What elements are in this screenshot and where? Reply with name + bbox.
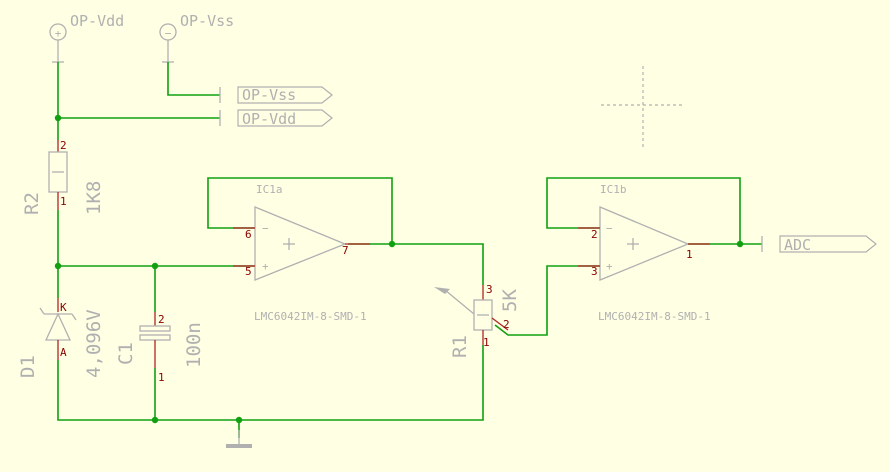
- r1-wiper-arrow-icon: [434, 287, 450, 294]
- ic1a-pin7-label: 7: [342, 244, 349, 257]
- r2-ref-label: R2: [21, 192, 43, 215]
- opamp-ic1a[interactable]: − + 6 5 7 IC1a LMC6042IM-8-SMD-1: [233, 183, 370, 323]
- junction-dot: [388, 240, 396, 248]
- net-label-vss-text: OP-Vss: [242, 86, 296, 104]
- crosshair-cursor: [601, 66, 684, 150]
- ic1a-plus-sign: +: [262, 260, 269, 273]
- r1-value-label: 5K: [499, 289, 521, 312]
- junction-dot: [151, 416, 159, 424]
- junction-dot: [736, 240, 744, 248]
- junction-dot: [54, 262, 62, 270]
- r2-pin1-label: 1: [60, 195, 67, 208]
- junction-dot: [54, 114, 62, 122]
- c1-ref-label: C1: [115, 342, 137, 365]
- d1-pin-k-label: K: [60, 301, 67, 314]
- resistor-r2[interactable]: 2 1 R2 1K8: [21, 139, 105, 215]
- ic1b-minus-sign: −: [606, 222, 613, 235]
- vss-minus-sign: −: [165, 27, 172, 40]
- d1-ref-label: D1: [17, 355, 39, 378]
- c1-pin2-label: 2: [158, 313, 165, 326]
- net-label-adc[interactable]: ADC: [761, 235, 877, 254]
- net-label-adc-text: ADC: [784, 236, 811, 254]
- r1-pin1-label: 1: [483, 336, 490, 349]
- wire-ic1a-out-r1[interactable]: [348, 243, 484, 285]
- ic1b-pin1-label: 1: [686, 248, 693, 261]
- opamp-ic1b[interactable]: − + 2 3 1 IC1b LMC6042IM-8-SMD-1: [578, 183, 711, 323]
- net-label-vss[interactable]: OP-Vss: [219, 86, 333, 104]
- r1-ref-label: R1: [449, 335, 471, 358]
- wire-ic1b-feedback[interactable]: [546, 177, 741, 244]
- net-label-vdd-text: OP-Vdd: [242, 110, 296, 128]
- wire-ic1a-feedback[interactable]: [207, 177, 393, 244]
- ic1b-plus-sign: +: [606, 260, 613, 273]
- wire-wiper-ic1b[interactable]: [494, 265, 600, 336]
- junctions: [54, 114, 744, 424]
- ic1b-pin2-label: 2: [591, 228, 598, 241]
- diode-d1[interactable]: K A D1 4,096V: [17, 298, 105, 378]
- ic1a-pin5-label: 5: [245, 265, 252, 278]
- r2-pin2-label: 2: [60, 139, 67, 152]
- wire-ground[interactable]: [57, 345, 484, 421]
- ic1a-part-label: LMC6042IM-8-SMD-1: [254, 310, 367, 323]
- capacitor-c1[interactable]: 2 1 C1 100n: [115, 312, 205, 384]
- r1-pin3-label: 3: [486, 283, 493, 296]
- ic1b-ref-label: IC1b: [600, 183, 627, 196]
- vdd-plus-sign: +: [55, 27, 62, 40]
- d1-pin-a-label: A: [60, 346, 67, 359]
- junction-dot: [235, 416, 243, 424]
- ic1a-pin6-label: 6: [245, 228, 252, 241]
- vdd-supply-symbol[interactable]: + OP-Vdd: [49, 12, 124, 63]
- ic1b-pin3-label: 3: [591, 265, 598, 278]
- vss-supply-label: OP-Vss: [180, 12, 234, 30]
- vss-supply-symbol[interactable]: − OP-Vss: [159, 12, 234, 63]
- ic1a-minus-sign: −: [262, 222, 269, 235]
- net-label-vdd[interactable]: OP-Vdd: [219, 109, 333, 128]
- potentiometer-r1[interactable]: 3 2 1 R1 5K: [434, 283, 521, 358]
- ground-symbol[interactable]: [226, 430, 252, 448]
- c1-value-label: 100n: [183, 322, 205, 368]
- r1-pin2-label: 2: [503, 318, 510, 331]
- vdd-supply-label: OP-Vdd: [70, 12, 124, 30]
- wire-vss-label[interactable]: [167, 62, 220, 96]
- junction-dot: [151, 262, 159, 270]
- ic1a-ref-label: IC1a: [256, 183, 283, 196]
- r2-value-label: 1K8: [83, 181, 105, 215]
- ic1b-part-label: LMC6042IM-8-SMD-1: [598, 310, 711, 323]
- d1-value-label: 4,096V: [83, 309, 105, 378]
- c1-pin1-label: 1: [158, 371, 165, 384]
